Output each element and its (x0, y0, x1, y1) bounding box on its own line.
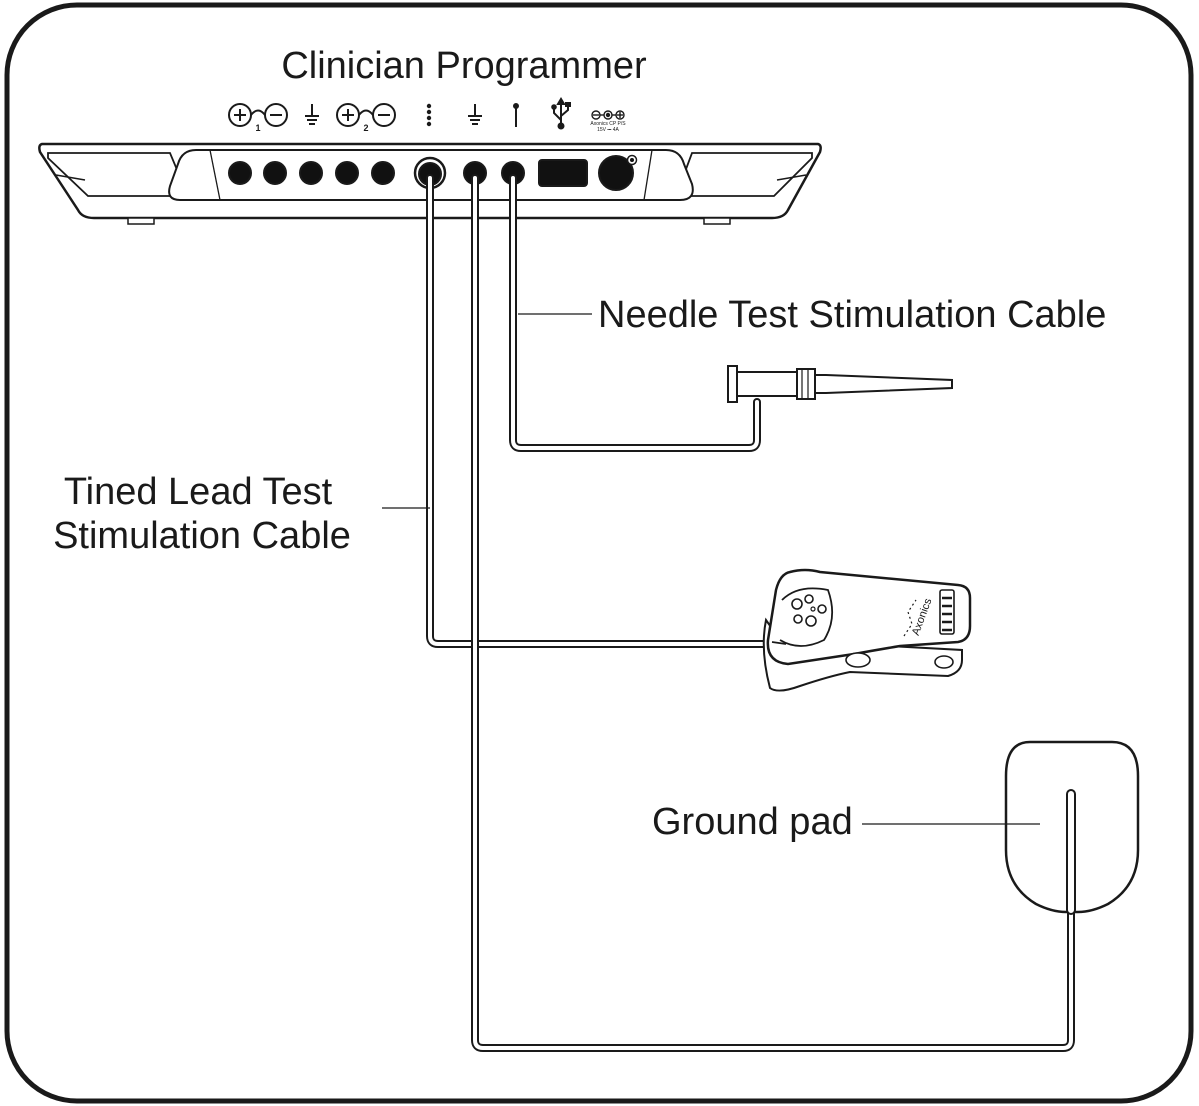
leader-lines (382, 313, 1040, 825)
port-1-minus (263, 161, 287, 185)
group2-number: 2 (363, 123, 368, 133)
port-2-minus (371, 161, 395, 185)
tined-cable-label-line1: Tined Lead Test (64, 471, 333, 513)
ground-icon (468, 104, 482, 125)
ground-icon (305, 104, 319, 125)
plus-minus-port-icon (336, 103, 396, 127)
ground-pad-label: Ground pad (652, 801, 853, 843)
port-row (228, 154, 638, 191)
stimulator-device (762, 568, 972, 692)
power-rating-line1: Axonics CP P/S (590, 121, 626, 127)
usb-icon (551, 97, 571, 130)
needle-connector (727, 365, 953, 403)
dc-power-icon (591, 110, 625, 120)
ground-pad (1004, 740, 1140, 915)
port-usb (538, 159, 588, 187)
needle-icon (513, 103, 519, 127)
tined-cable-label-line2: Stimulation Cable (53, 515, 351, 557)
port-ground-1 (299, 161, 323, 185)
tined-lead-icon (426, 103, 432, 127)
outer-frame (4, 2, 1194, 1104)
port-1-plus (228, 161, 252, 185)
port-markings: 1 2 (228, 97, 626, 133)
port-dc-power (598, 155, 634, 191)
power-rating-line2: 15V ⎓ 4A (597, 127, 619, 133)
group1-number: 1 (255, 123, 260, 133)
plus-minus-port-icon (228, 103, 288, 127)
cables (426, 174, 1075, 1052)
needle-cable-label: Needle Test Stimulation Cable (598, 294, 1106, 336)
port-2-plus (335, 161, 359, 185)
title-label: Clinician Programmer (281, 45, 647, 87)
